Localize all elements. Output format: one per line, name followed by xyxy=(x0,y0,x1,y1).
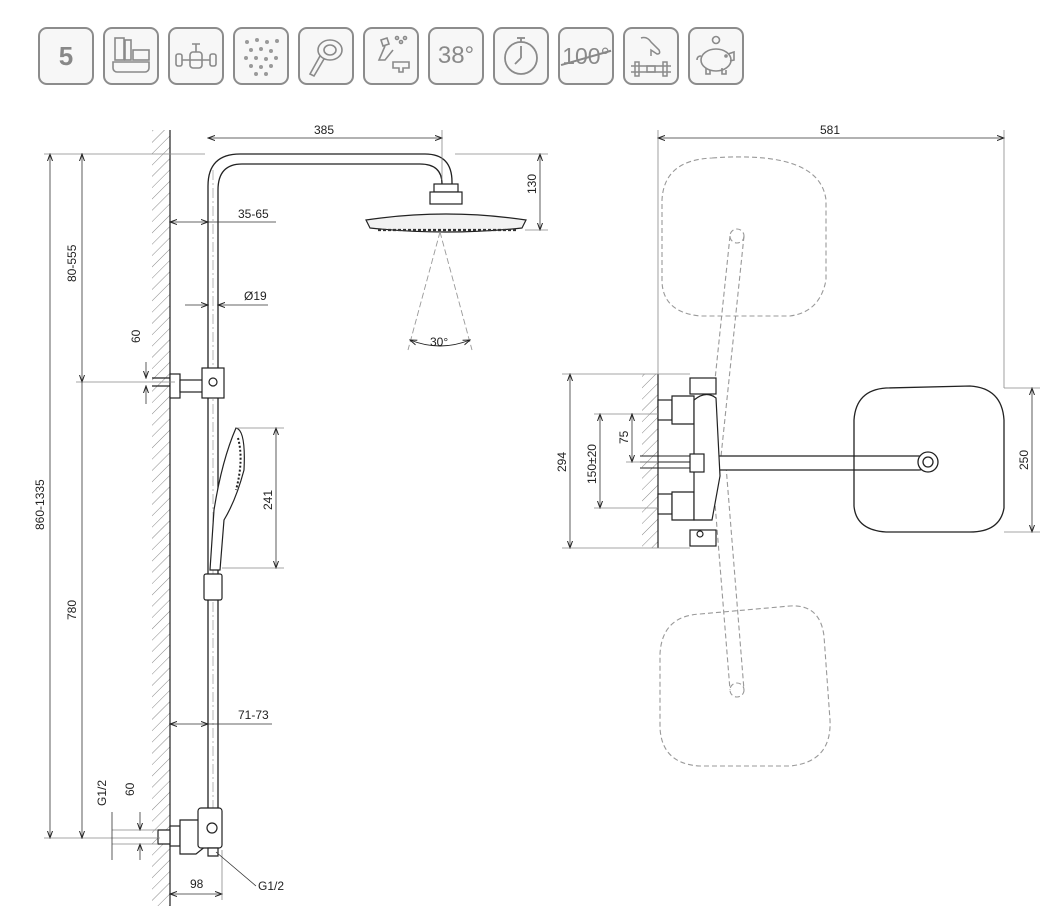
dim-depth: 98 xyxy=(190,877,204,891)
dim-wall-gap: 35-65 xyxy=(238,207,269,221)
rain-shower-head xyxy=(365,183,527,233)
side-dimension-labels: 385 130 35-65 Ø19 30° 80-555 60 241 860-… xyxy=(33,123,539,893)
piggy-bank-icon xyxy=(688,27,744,85)
dim-head-height: 130 xyxy=(525,174,539,194)
dim-upper-bracket-height: 80-555 xyxy=(65,244,79,282)
side-view: 385 130 35-65 Ø19 30° 80-555 60 241 860-… xyxy=(33,123,548,906)
dim-total-height: 860-1335 xyxy=(33,479,47,530)
handset-count: 5 xyxy=(58,40,74,71)
timer-icon xyxy=(493,27,549,85)
dim-lower-wall-gap: 71-73 xyxy=(238,708,269,722)
max-temperature-label: 100° xyxy=(562,42,610,69)
feature-icon-row: 5 xyxy=(38,27,744,85)
riser-pipe xyxy=(207,153,453,822)
top-wall xyxy=(642,374,659,548)
top-mixer xyxy=(640,377,721,547)
dim-head-width: 250 xyxy=(1017,450,1031,470)
hand-shower xyxy=(209,427,245,571)
dim-inlet-thread-left: G1/2 xyxy=(95,780,109,806)
max-temperature-badge: 100° xyxy=(558,27,614,85)
dim-inlet-offset: 75 xyxy=(617,430,631,444)
dim-hand-shower-length: 241 xyxy=(261,490,275,510)
handset-count-badge: 5 xyxy=(38,27,94,85)
bath-icon xyxy=(103,27,159,85)
dim-lower-height: 780 xyxy=(65,600,79,620)
temperature-badge: 38° xyxy=(428,27,484,85)
top-dimension-labels: 581 294 150±20 75 250 xyxy=(555,123,1031,484)
thermostatic-mixer xyxy=(157,807,223,857)
water-drops-icon xyxy=(233,27,289,85)
dim-arm-length: 385 xyxy=(314,123,334,137)
dim-body-height: 294 xyxy=(555,452,569,472)
hand-shower-icon xyxy=(298,27,354,85)
upper-wall-bracket xyxy=(152,367,225,399)
slider xyxy=(203,573,223,601)
dim-inlet-spacing: 150±20 xyxy=(585,444,599,484)
wall xyxy=(152,130,171,906)
temperature-label: 38° xyxy=(437,42,475,69)
dim-upper-connector: 60 xyxy=(129,329,143,343)
top-view: 581 294 150±20 75 250 xyxy=(555,123,1040,767)
dim-lower-connector: 60 xyxy=(123,782,137,796)
dim-spray-angle: 30° xyxy=(430,335,448,349)
side-dimension-lines xyxy=(44,130,548,900)
faucet-icon xyxy=(168,27,224,85)
dim-total-width: 581 xyxy=(820,123,840,137)
thermostat-hand-icon xyxy=(623,27,679,85)
spray-cone xyxy=(407,231,473,351)
cleaning-icon xyxy=(363,27,419,85)
dim-inlet-thread-bottom: G1/2 xyxy=(258,879,284,893)
dim-pipe-diameter: Ø19 xyxy=(244,289,267,303)
top-dimension-lines xyxy=(562,130,1040,548)
top-arm-and-head xyxy=(699,385,1005,533)
